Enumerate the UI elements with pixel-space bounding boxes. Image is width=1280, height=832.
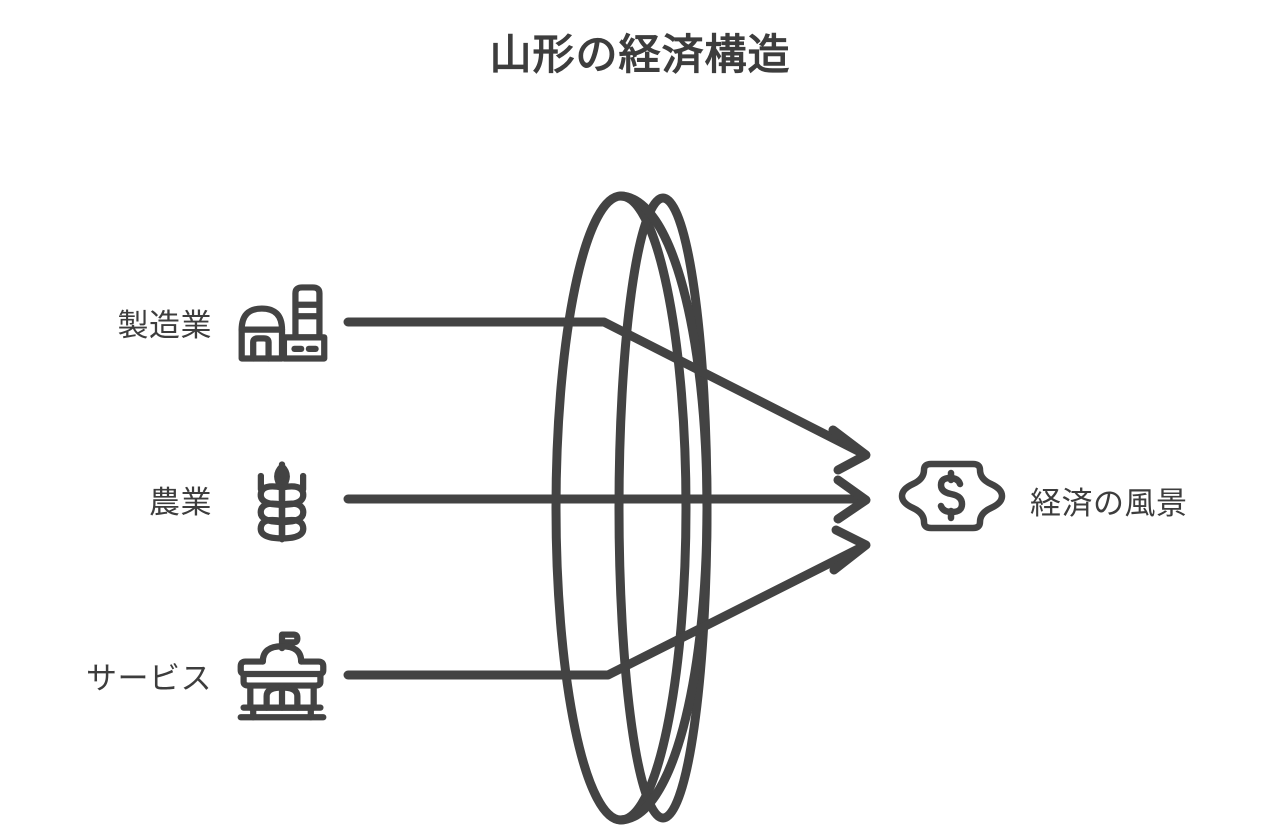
lens-front-face	[551, 191, 691, 825]
connector-services	[343, 525, 871, 680]
source-item-agriculture[interactable]: 農業	[30, 451, 330, 547]
lens-outer-silhouette	[615, 191, 712, 825]
banknote-dollar-icon	[896, 458, 1008, 542]
source-item-services[interactable]: サービス	[30, 627, 330, 723]
lens-back-face	[614, 193, 712, 823]
connector-services-line	[343, 542, 867, 680]
connector-manufacturing	[343, 317, 871, 475]
output-item-economic-landscape[interactable]: 経済の風景	[896, 458, 1188, 542]
connector-manufacturing-line	[343, 317, 867, 458]
connector-services-arrowhead	[829, 525, 871, 575]
connector-agriculture-arrowhead	[833, 475, 871, 524]
source-label-manufacturing: 製造業	[117, 307, 212, 343]
wheat-icon	[234, 451, 330, 547]
source-label-agriculture: 農業	[149, 484, 212, 520]
source-item-manufacturing[interactable]: 製造業	[30, 274, 330, 370]
factory-icon	[234, 274, 330, 370]
connector-agriculture	[343, 475, 871, 524]
civic-building-icon	[234, 627, 330, 723]
page-title: 山形の経済構造	[489, 31, 791, 78]
lens-disc	[551, 191, 712, 825]
connector-manufacturing-arrowhead	[828, 425, 871, 475]
source-label-services: サービス	[86, 660, 212, 696]
output-label-economic-landscape: 経済の風景	[1030, 485, 1188, 521]
